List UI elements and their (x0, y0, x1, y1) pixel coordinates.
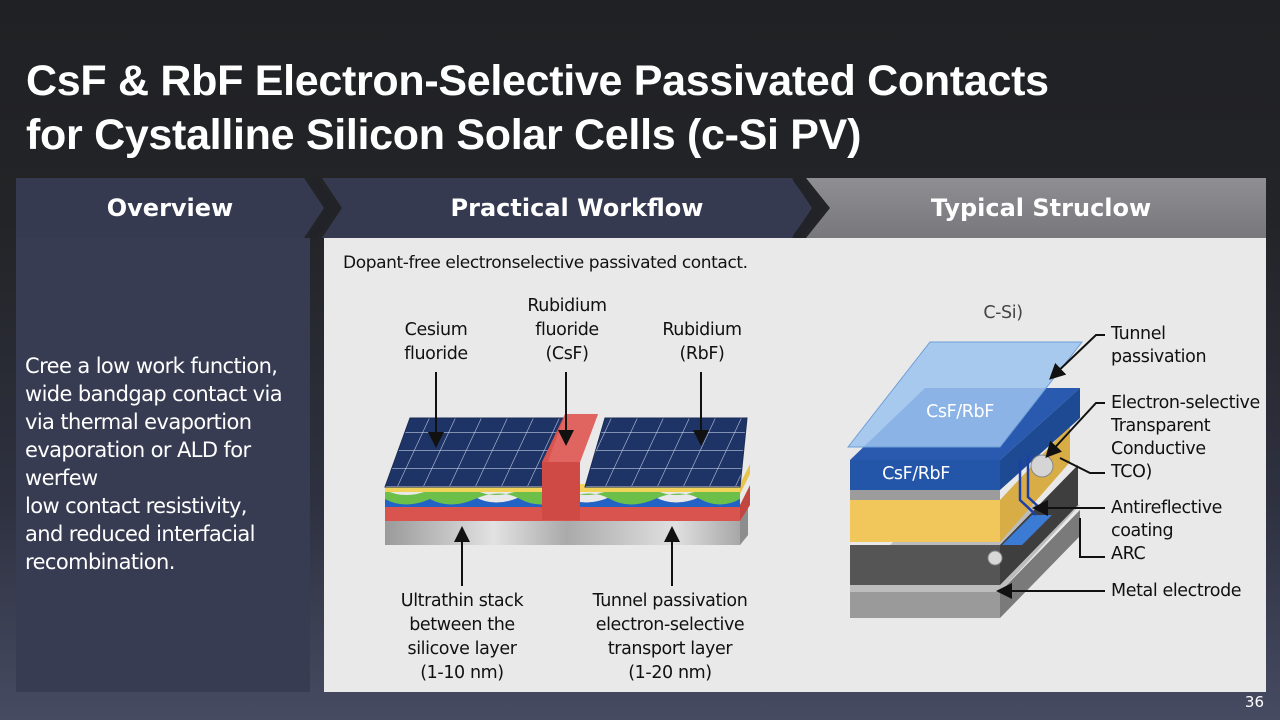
label-line: Conductive (1111, 439, 1206, 459)
label-line: Electron-selective (1111, 393, 1260, 413)
label-line: (1-10 nm) (420, 663, 504, 683)
callout-electron-selective (1045, 402, 1105, 458)
structure-sphere (1030, 454, 1054, 478)
callout-label-tunnel-passivation: Tunnel passivation (1111, 323, 1207, 369)
label-line: silicove layer (407, 639, 517, 659)
label-line: Antireflective (1111, 498, 1223, 518)
page-number: 36 (1244, 693, 1264, 711)
label-line: transport layer (607, 639, 733, 659)
label-line: (CsF) (545, 344, 589, 364)
overview-line: evaporation or ALD for (25, 438, 251, 462)
label-line: ARC (1111, 544, 1146, 564)
label-line: Rubidium (662, 320, 742, 340)
label-line: Transparent (1111, 416, 1211, 436)
slide-title-line-1: CsF & RbF Electron-Selective Passivated … (26, 57, 1049, 105)
callout-arc (1079, 518, 1105, 558)
label-line: coating (1111, 521, 1174, 541)
overview-panel (16, 238, 310, 692)
workflow-caption: Dopant-free electronselective passivated… (343, 253, 748, 273)
solar-cell-right (584, 417, 748, 488)
label-ultrathin-stack: Ultrathin stack between the silicove lay… (382, 589, 542, 685)
overview-line: via thermal evaportion (25, 410, 252, 434)
label-line: fluoride (535, 320, 599, 340)
tab-workflow-label: Practical Workflow (450, 194, 704, 222)
callout-label-metal-electrode: Metal electrode (1111, 580, 1242, 603)
overview-line: recombination. (25, 550, 175, 574)
tab-practical-workflow[interactable]: Practical Workflow (322, 178, 812, 238)
tab-overview[interactable]: Overview (16, 178, 324, 238)
structure-metal-electrode (850, 592, 1000, 618)
callout-label-antireflective: Antireflective coating ARC (1111, 497, 1222, 566)
label-line: Ultrathin stack (400, 591, 524, 611)
label-line: Rubidium (527, 296, 607, 316)
structure-dark-layer (850, 545, 1000, 585)
label-line: fluoride (404, 344, 468, 364)
tab-structure-label: Typical Struclow (930, 194, 1152, 222)
label-cesium-fluoride: Cesium fluoride (386, 318, 486, 366)
label-line: electron-selective (595, 615, 745, 635)
label-line: Cesium (404, 320, 468, 340)
structure-layer-label-bottom: CsF/RbF (882, 464, 950, 484)
structure-tunnel-sheet (846, 341, 1084, 448)
label-line: (RbF) (679, 344, 725, 364)
label-line: passivation (1111, 347, 1207, 367)
callout-tco (1059, 457, 1105, 474)
structure-top-label: C-Si) (983, 303, 1023, 323)
tab-typical-structure[interactable]: Typical Struclow (806, 178, 1266, 238)
label-rubidium-rbf: Rubidium (RbF) (648, 318, 756, 366)
callout-label-electron-selective: Electron-selective Transparent Conductiv… (1111, 392, 1260, 484)
overview-line: wide bandgap contact via (25, 382, 283, 406)
label-line: Metal electrode (1111, 581, 1242, 601)
overview-line: Cree a low work function, (25, 354, 278, 378)
overview-line: and reduced interfacial (25, 522, 255, 546)
label-line: Tunnel passivation (592, 591, 748, 611)
overview-line: werfew (25, 466, 98, 490)
structure-contact-strip (1002, 515, 1052, 545)
structure-layer-label-top: CsF/RbF (926, 402, 994, 422)
callout-tunnel-passivation (1049, 334, 1105, 380)
structure-yellow-layer (850, 500, 1000, 542)
tab-overview-label: Overview (106, 194, 234, 222)
label-line: Tunnel (1111, 324, 1166, 344)
label-tunnel-passivation-layer: Tunnel passivation electron-selective tr… (580, 589, 760, 685)
label-line: TCO) (1111, 462, 1152, 482)
metal-base-layer (385, 505, 748, 545)
overview-text: Cree a low work function, wide bandgap c… (25, 352, 325, 576)
label-rubidium-fluoride-csf: Rubidium fluoride (CsF) (509, 294, 625, 366)
label-line: (1-20 nm) (628, 663, 712, 683)
slide-title-line-2: for Cystalline Silicon Solar Cells (c-Si… (26, 111, 862, 159)
label-line: between the (409, 615, 515, 635)
overview-line: low contact resistivity, (25, 494, 247, 518)
slide-title: CsF & RbF Electron-Selective Passivated … (26, 54, 1246, 162)
